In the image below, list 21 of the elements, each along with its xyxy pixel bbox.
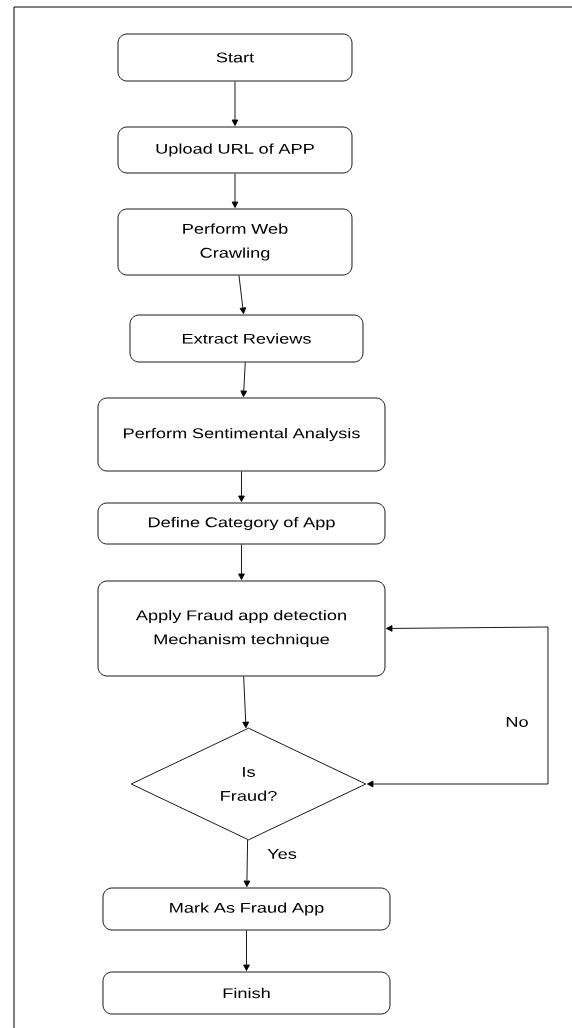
- edge-label: Yes: [266, 848, 298, 860]
- process-box: Perform Web Crawling: [117, 208, 353, 276]
- process-box: Finish: [102, 971, 391, 1015]
- process-box: Apply Fraud app detection Mechanism technique: [97, 580, 386, 677]
- edge-label: No: [504, 716, 530, 728]
- process-box: Define Category of App: [97, 502, 386, 545]
- arrow: [238, 275, 247, 314]
- arrow: [240, 362, 248, 397]
- arrow: [242, 676, 250, 729]
- arrow: [367, 625, 549, 788]
- arrow: [238, 544, 245, 580]
- process-box: Perform Sentimental Analysis: [97, 397, 386, 472]
- arrow: [231, 173, 239, 208]
- arrow: [243, 930, 250, 971]
- arrow: [231, 81, 239, 126]
- process-box: Upload URL of APP: [117, 126, 353, 174]
- arrow: [238, 471, 245, 502]
- arrow: [243, 839, 251, 887]
- process-box: Start: [117, 33, 353, 82]
- process-box: Mark As Fraud App: [102, 887, 391, 931]
- process-box: Extract Reviews: [129, 314, 364, 363]
